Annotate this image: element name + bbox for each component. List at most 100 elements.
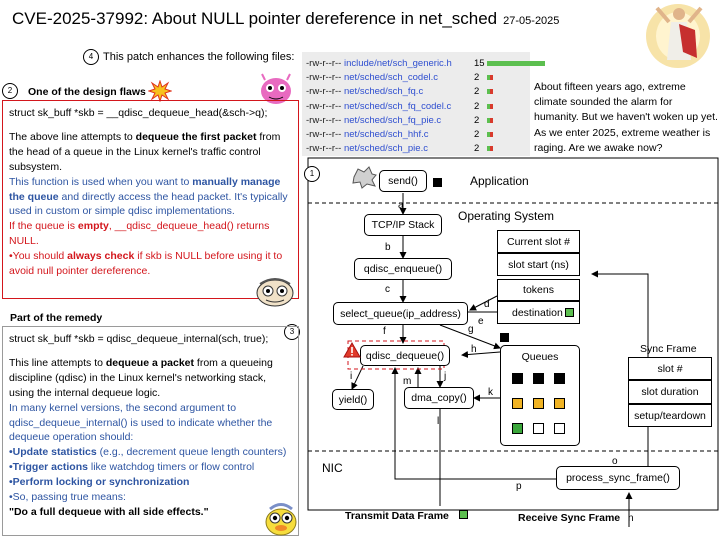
- flaw-p4-rest: if skb is NULL before using it to avoid …: [9, 250, 283, 278]
- flaw-p4-text: •You should: [9, 250, 68, 263]
- file-path-link[interactable]: net/sched/sch_pie.c: [343, 143, 428, 155]
- patch-note-text: This patch enhances the following files:: [103, 51, 295, 63]
- flaw-p3-bold: empty: [77, 220, 109, 233]
- app-packet-marker: [433, 178, 442, 187]
- queue-select-marker: [500, 333, 509, 342]
- edge-label-h: h: [471, 344, 477, 355]
- destination-box: destination: [497, 301, 580, 324]
- edge-label-p: p: [516, 481, 522, 492]
- file-change-count: 2: [474, 72, 480, 84]
- sync-slot-box: slot #: [628, 357, 712, 380]
- diffstat-del-bar: [490, 89, 493, 95]
- file-permissions: -rw-r--r--: [306, 114, 342, 126]
- remedy-heading: Part of the remedy: [10, 312, 103, 324]
- edge-label-i: i: [350, 371, 353, 382]
- file-path-link[interactable]: net/sched/sch_fq_pie.c: [343, 114, 442, 126]
- file-change-count: 2: [474, 114, 480, 126]
- badge-1: 1: [304, 166, 320, 182]
- file-permissions: -rw-r--r--: [306, 129, 342, 140]
- diffstat-del-bar: [490, 132, 493, 137]
- remedy-b2-bold: •Trigger actions: [9, 461, 88, 474]
- edge-label-j: j: [444, 371, 447, 382]
- receive-sync-frame-label: Receive Sync Frame: [518, 512, 621, 524]
- flaw-p3-text: If the queue is: [9, 220, 78, 233]
- tokens-box: tokens: [497, 279, 580, 301]
- flaw-p4-bold: always check: [67, 250, 135, 263]
- yield-box: yield(): [332, 389, 374, 410]
- enqueue-box: qdisc_enqueue(): [354, 258, 452, 280]
- file-change-count: 2: [474, 129, 480, 140]
- queue-cell: [512, 373, 523, 384]
- edge-label-g: g: [468, 324, 474, 335]
- edge-label-b: b: [385, 242, 391, 253]
- file-path-link[interactable]: net/sched/sch_codel.c: [343, 72, 438, 84]
- burst-icon: [148, 80, 172, 102]
- sync-frame-title: Sync Frame: [640, 343, 697, 355]
- warning-icon: [343, 342, 361, 358]
- flaw-paragraph-2: This function is used when you want to m…: [9, 175, 292, 220]
- flaw-p1-bold: dequeue the first packet: [135, 130, 257, 143]
- sync-duration-box: slot duration: [628, 380, 712, 404]
- flaw-p3-rest: , __qdisc_dequeue_head() returns NULL.: [9, 220, 270, 248]
- remedy-p1-text: This line attempts to: [9, 356, 106, 369]
- file-permissions: -rw-r--r--: [306, 143, 342, 155]
- file-path-link[interactable]: net/sched/sch_fq.c: [343, 86, 424, 98]
- dequeue-box: qdisc_dequeue(): [360, 345, 450, 366]
- cartoon-face-icon: [256, 278, 294, 307]
- file-path-link[interactable]: include/net/sch_generic.h: [343, 58, 452, 69]
- edge-label-a: a: [398, 200, 404, 211]
- queue-cell: [533, 423, 544, 434]
- climate-note: About fifteen years ago, extreme climate…: [534, 81, 718, 154]
- remedy-b1-text: (e.g., decrement queue length counters): [96, 446, 287, 459]
- diffstat-del-bar: [490, 75, 493, 81]
- layer-nic: NIC: [322, 461, 343, 475]
- edge-label-f: f: [383, 326, 386, 337]
- remedy-code-line: struct sk_buff *skb = qdisc_dequeue_inte…: [9, 333, 269, 345]
- flaw-paragraph-1: The above line attempts to dequeue the f…: [9, 130, 292, 175]
- flaw-paragraph-3: If the queue is empty, __qdisc_dequeue_h…: [9, 219, 292, 249]
- design-flaws-heading: One of the design flaws: [28, 86, 146, 98]
- slot-start-box: slot start (ns): [497, 253, 580, 276]
- duck-icon: [265, 503, 297, 536]
- diffstat-add-bar: [487, 146, 490, 152]
- flaw-p2-text: This function is used when you want to: [9, 175, 193, 188]
- remedy-p1-rest: from a queueing discipline (qdisc) in th…: [9, 356, 273, 399]
- transmit-marker: [459, 510, 468, 519]
- file-change-count: 2: [474, 100, 480, 112]
- flaw-p1-text: The above line attempts to: [9, 130, 136, 143]
- diffstat-del-bar: [490, 117, 493, 123]
- file-row: -rw-r--r-- net/sched/sch_fq_pie.c 2: [306, 113, 493, 128]
- edge-label-o: o: [612, 456, 618, 467]
- remedy-so-line: •So, passing true means:: [9, 491, 126, 504]
- layer-application: Application: [470, 174, 529, 188]
- flaw-p1-rest: from the head of a queue in the Linux ke…: [9, 130, 281, 173]
- queue-cell: [554, 423, 565, 434]
- edge-label-l: l: [437, 416, 440, 427]
- badge-4: 4: [83, 49, 99, 65]
- edge-label-k: k: [488, 387, 493, 398]
- edge-label-d: d: [484, 299, 490, 310]
- file-row: -rw-r--r-- net/sched/sch_hhf.c 2: [306, 127, 493, 142]
- remedy-paragraph-1: This line attempts to dequeue a packet f…: [9, 356, 292, 401]
- splat-icon: [352, 166, 377, 189]
- diffstat-add-bar: [487, 75, 490, 81]
- flaw-paragraph-4: •You should always check if skb is NULL …: [9, 249, 292, 279]
- page-title: CVE-2025-37992: About NULL pointer deref…: [12, 9, 559, 29]
- diffstat-add-bar: [487, 103, 490, 109]
- edge-label-n: n: [628, 513, 634, 524]
- remedy-panel: struct sk_buff *skb = qdisc_dequeue_inte…: [2, 326, 299, 536]
- title-text: CVE-2025-37992: About NULL pointer deref…: [12, 9, 498, 28]
- queue-cell: [533, 373, 544, 384]
- file-change-count: 15: [474, 58, 485, 69]
- queue-cell: [512, 423, 523, 434]
- file-permissions: -rw-r--r--: [306, 86, 342, 98]
- file-path-link[interactable]: net/sched/sch_fq_codel.c: [343, 100, 452, 112]
- destination-label: destination: [512, 306, 563, 319]
- send-box: send(): [379, 170, 427, 192]
- file-path-link[interactable]: net/sched/sch_hhf.c: [343, 129, 429, 140]
- diffstat-del-bar: [490, 103, 493, 109]
- title-date: 27-05-2025: [503, 15, 560, 27]
